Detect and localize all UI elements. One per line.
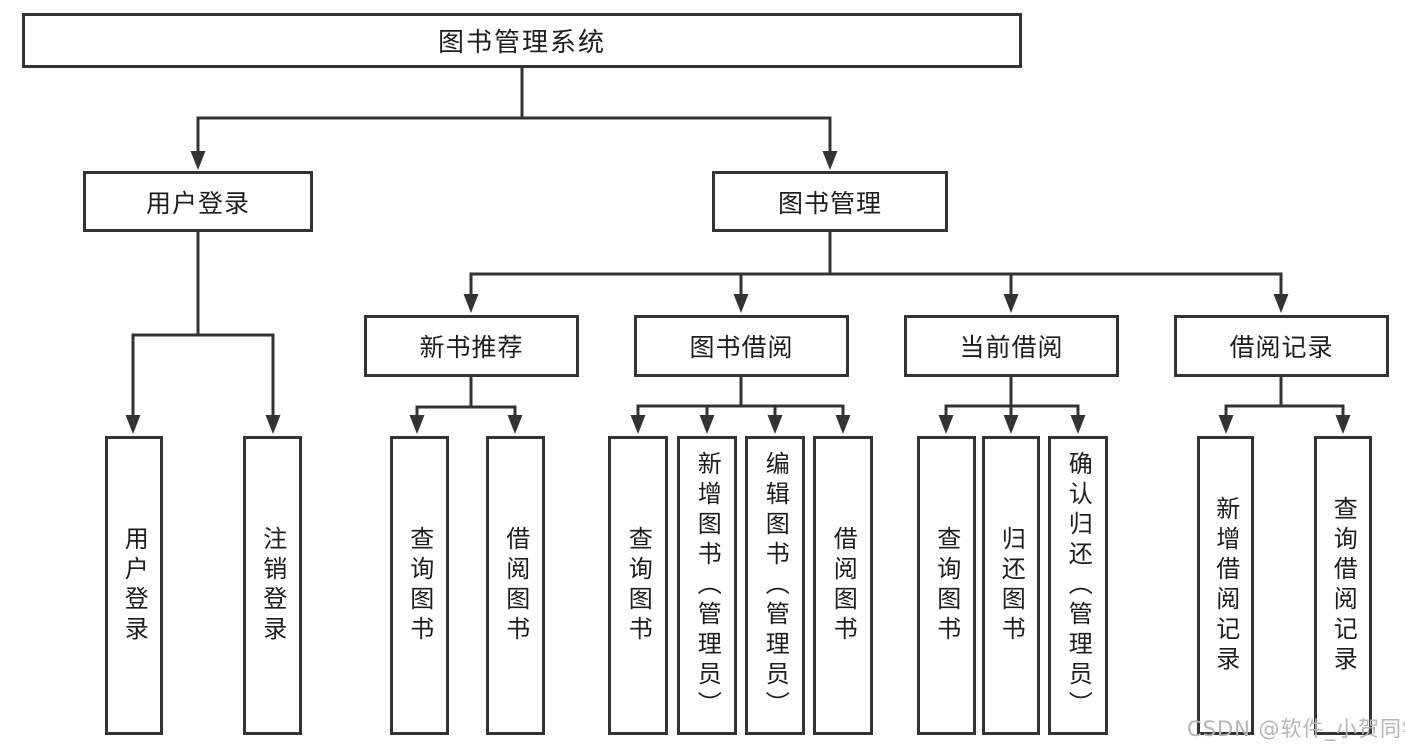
leaf-borrow-books-borrowing-label: 借阅图书: [829, 525, 858, 646]
node-user-login-label: 用户登录: [145, 188, 250, 218]
node-book-mgmt: 图书管理: [712, 171, 948, 232]
node-book-borrowing: 图书借阅: [634, 315, 849, 377]
connector-current-borrow-children: [944, 375, 1080, 416]
leaf-add-books-admin: 新增图书（管理员）: [677, 436, 737, 735]
node-current-borrowing-label: 当前借阅: [959, 333, 1064, 362]
leaf-add-borrow-record-label: 新增借阅记录: [1211, 495, 1240, 676]
arrowhead-user-login: [190, 151, 206, 170]
arrowhead-current-borrow: [1003, 294, 1019, 313]
connector-new-book-children: [415, 375, 517, 416]
csdn-watermark: CSDN @软件_小贺同学: [1187, 717, 1405, 741]
leaf-edit-books-admin-label: 编辑图书（管理员）: [761, 450, 790, 721]
arrowhead-leaf-logout: [265, 415, 281, 434]
leaf-add-books-admin-label: 新增图书（管理员）: [693, 450, 722, 721]
leaf-query-books-current-label: 查询图书: [932, 525, 961, 646]
leaf-user-login: 用户登录: [105, 436, 163, 735]
arrowhead-query-books-2: [630, 415, 646, 434]
leaf-add-borrow-record: 新增借阅记录: [1197, 436, 1254, 735]
node-book-mgmt-label: 图书管理: [777, 188, 882, 218]
leaf-query-books-recommend: 查询图书: [390, 436, 449, 735]
leaf-query-books-borrowing-label: 查询图书: [624, 525, 653, 646]
arrowhead-book-mgmt: [822, 151, 838, 170]
arrowhead-query-record: [1335, 415, 1351, 434]
leaf-edit-books-admin: 编辑图书（管理员）: [745, 436, 805, 735]
leaf-borrow-books-recommend-label: 借阅图书: [501, 525, 530, 646]
connector-root-to-level2: [196, 66, 832, 152]
connector-book-mgmt-children: [469, 230, 1283, 295]
leaf-query-books-current: 查询图书: [917, 436, 976, 735]
node-new-book-recommend-label: 新书推荐: [419, 333, 524, 362]
node-new-book-recommend: 新书推荐: [364, 315, 579, 377]
leaf-query-books-borrowing: 查询图书: [608, 436, 668, 735]
leaf-query-books-recommend-label: 查询图书: [405, 525, 434, 646]
leaf-return-books-label: 归还图书: [997, 525, 1026, 646]
leaf-logout-label: 注销登录: [258, 525, 287, 646]
node-current-borrowing: 当前借阅: [904, 315, 1119, 377]
arrowhead-book-borrow: [733, 294, 749, 313]
arrowhead-add-record: [1218, 415, 1234, 434]
arrowhead-new-book: [463, 294, 479, 313]
connector-user-login-children: [131, 230, 275, 416]
leaf-query-borrow-record: 查询借阅记录: [1314, 436, 1372, 735]
leaf-logout: 注销登录: [243, 436, 302, 735]
leaf-borrow-books-recommend: 借阅图书: [486, 436, 545, 735]
connector-borrow-record-children: [1224, 375, 1345, 416]
connector-book-borrow-children: [636, 375, 845, 416]
arrowhead-borrow-books-1: [507, 415, 523, 434]
arrowhead-edit-books: [767, 415, 783, 434]
arrowhead-leaf-user-login: [125, 415, 141, 434]
node-root-label: 图书管理系统: [437, 28, 606, 58]
node-user-login: 用户登录: [83, 171, 313, 232]
leaf-borrow-books-borrowing: 借阅图书: [813, 436, 873, 735]
node-borrow-records-label: 借阅记录: [1229, 333, 1334, 362]
leaf-confirm-return-admin: 确认归还（管理员）: [1048, 436, 1108, 735]
node-root: 图书管理系统: [22, 13, 1022, 68]
arrowhead-borrow-record: [1273, 294, 1289, 313]
node-borrow-records: 借阅记录: [1174, 315, 1389, 377]
arrowhead-return-books: [1003, 415, 1019, 434]
arrowhead-query-books-1: [409, 415, 425, 434]
arrowhead-add-books: [699, 415, 715, 434]
leaf-query-borrow-record-label: 查询借阅记录: [1329, 495, 1358, 676]
leaf-return-books: 归还图书: [982, 436, 1040, 735]
arrowhead-borrow-books-2: [835, 415, 851, 434]
leaf-user-login-label: 用户登录: [120, 525, 149, 646]
leaf-confirm-return-admin-label: 确认归还（管理员）: [1064, 450, 1093, 721]
node-book-borrowing-label: 图书借阅: [689, 333, 794, 362]
arrowhead-query-books-3: [938, 415, 954, 434]
arrowhead-confirm-return: [1070, 415, 1086, 434]
